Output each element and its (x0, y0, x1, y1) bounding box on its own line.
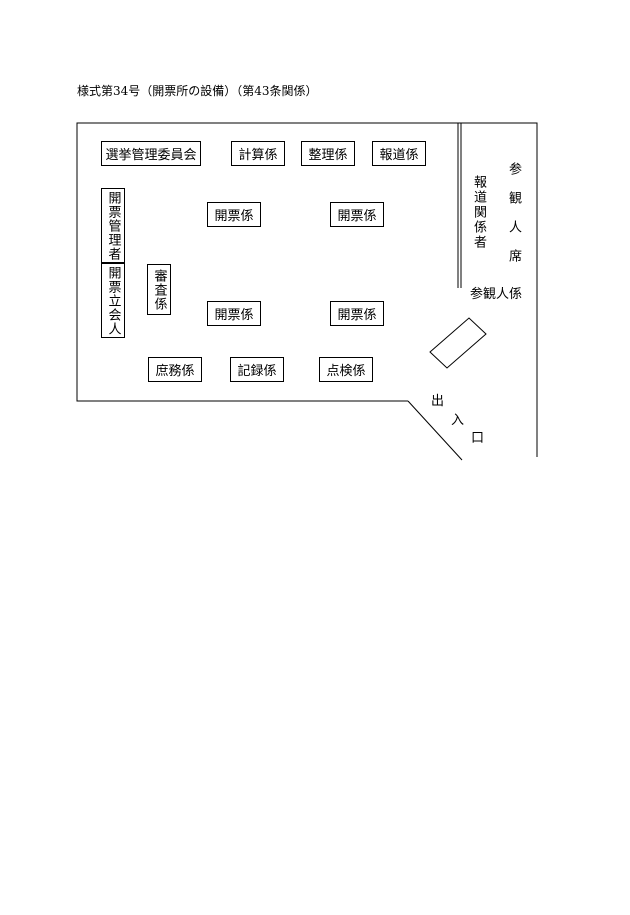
calculation-box: 計算係 (231, 141, 285, 166)
counting-box-bottom-left: 開票係 (207, 301, 261, 326)
counting-manager-box: 開票管理者 (101, 188, 125, 263)
room-wall (76, 122, 538, 457)
general-affairs-box: 庶務係 (148, 357, 202, 382)
organizing-box: 整理係 (301, 141, 355, 166)
counting-box-bottom-right: 開票係 (330, 301, 384, 326)
recording-box: 記録係 (230, 357, 284, 382)
spectator-seats-label: 参観人席 (506, 162, 521, 278)
entrance-char-3: 口 (471, 431, 485, 446)
entrance-char-1: 出 (431, 394, 445, 409)
press-box: 報道係 (372, 141, 426, 166)
entrance-char-2: 入 (451, 413, 465, 428)
page-title: 様式第34号（開票所の設備）（第43条関係） (77, 84, 318, 98)
counting-witness-box: 開票立会人 (101, 263, 125, 338)
election-committee-box: 選挙管理委員会 (101, 141, 201, 166)
examination-box: 審査係 (147, 264, 171, 315)
counting-manager-text: 開票管理者 (105, 190, 121, 261)
entrance-table (429, 317, 487, 369)
examination-text: 審査係 (151, 268, 167, 311)
counting-box-top-left: 開票係 (207, 202, 261, 227)
counting-witness-text: 開票立会人 (105, 265, 121, 336)
counting-box-top-right: 開票係 (330, 202, 384, 227)
spectator-staff-label: 参観人係 (470, 287, 523, 302)
press-persons-label: 報道関係者 (471, 175, 486, 250)
inspection-box: 点検係 (319, 357, 373, 382)
entrance-wall (407, 400, 463, 461)
